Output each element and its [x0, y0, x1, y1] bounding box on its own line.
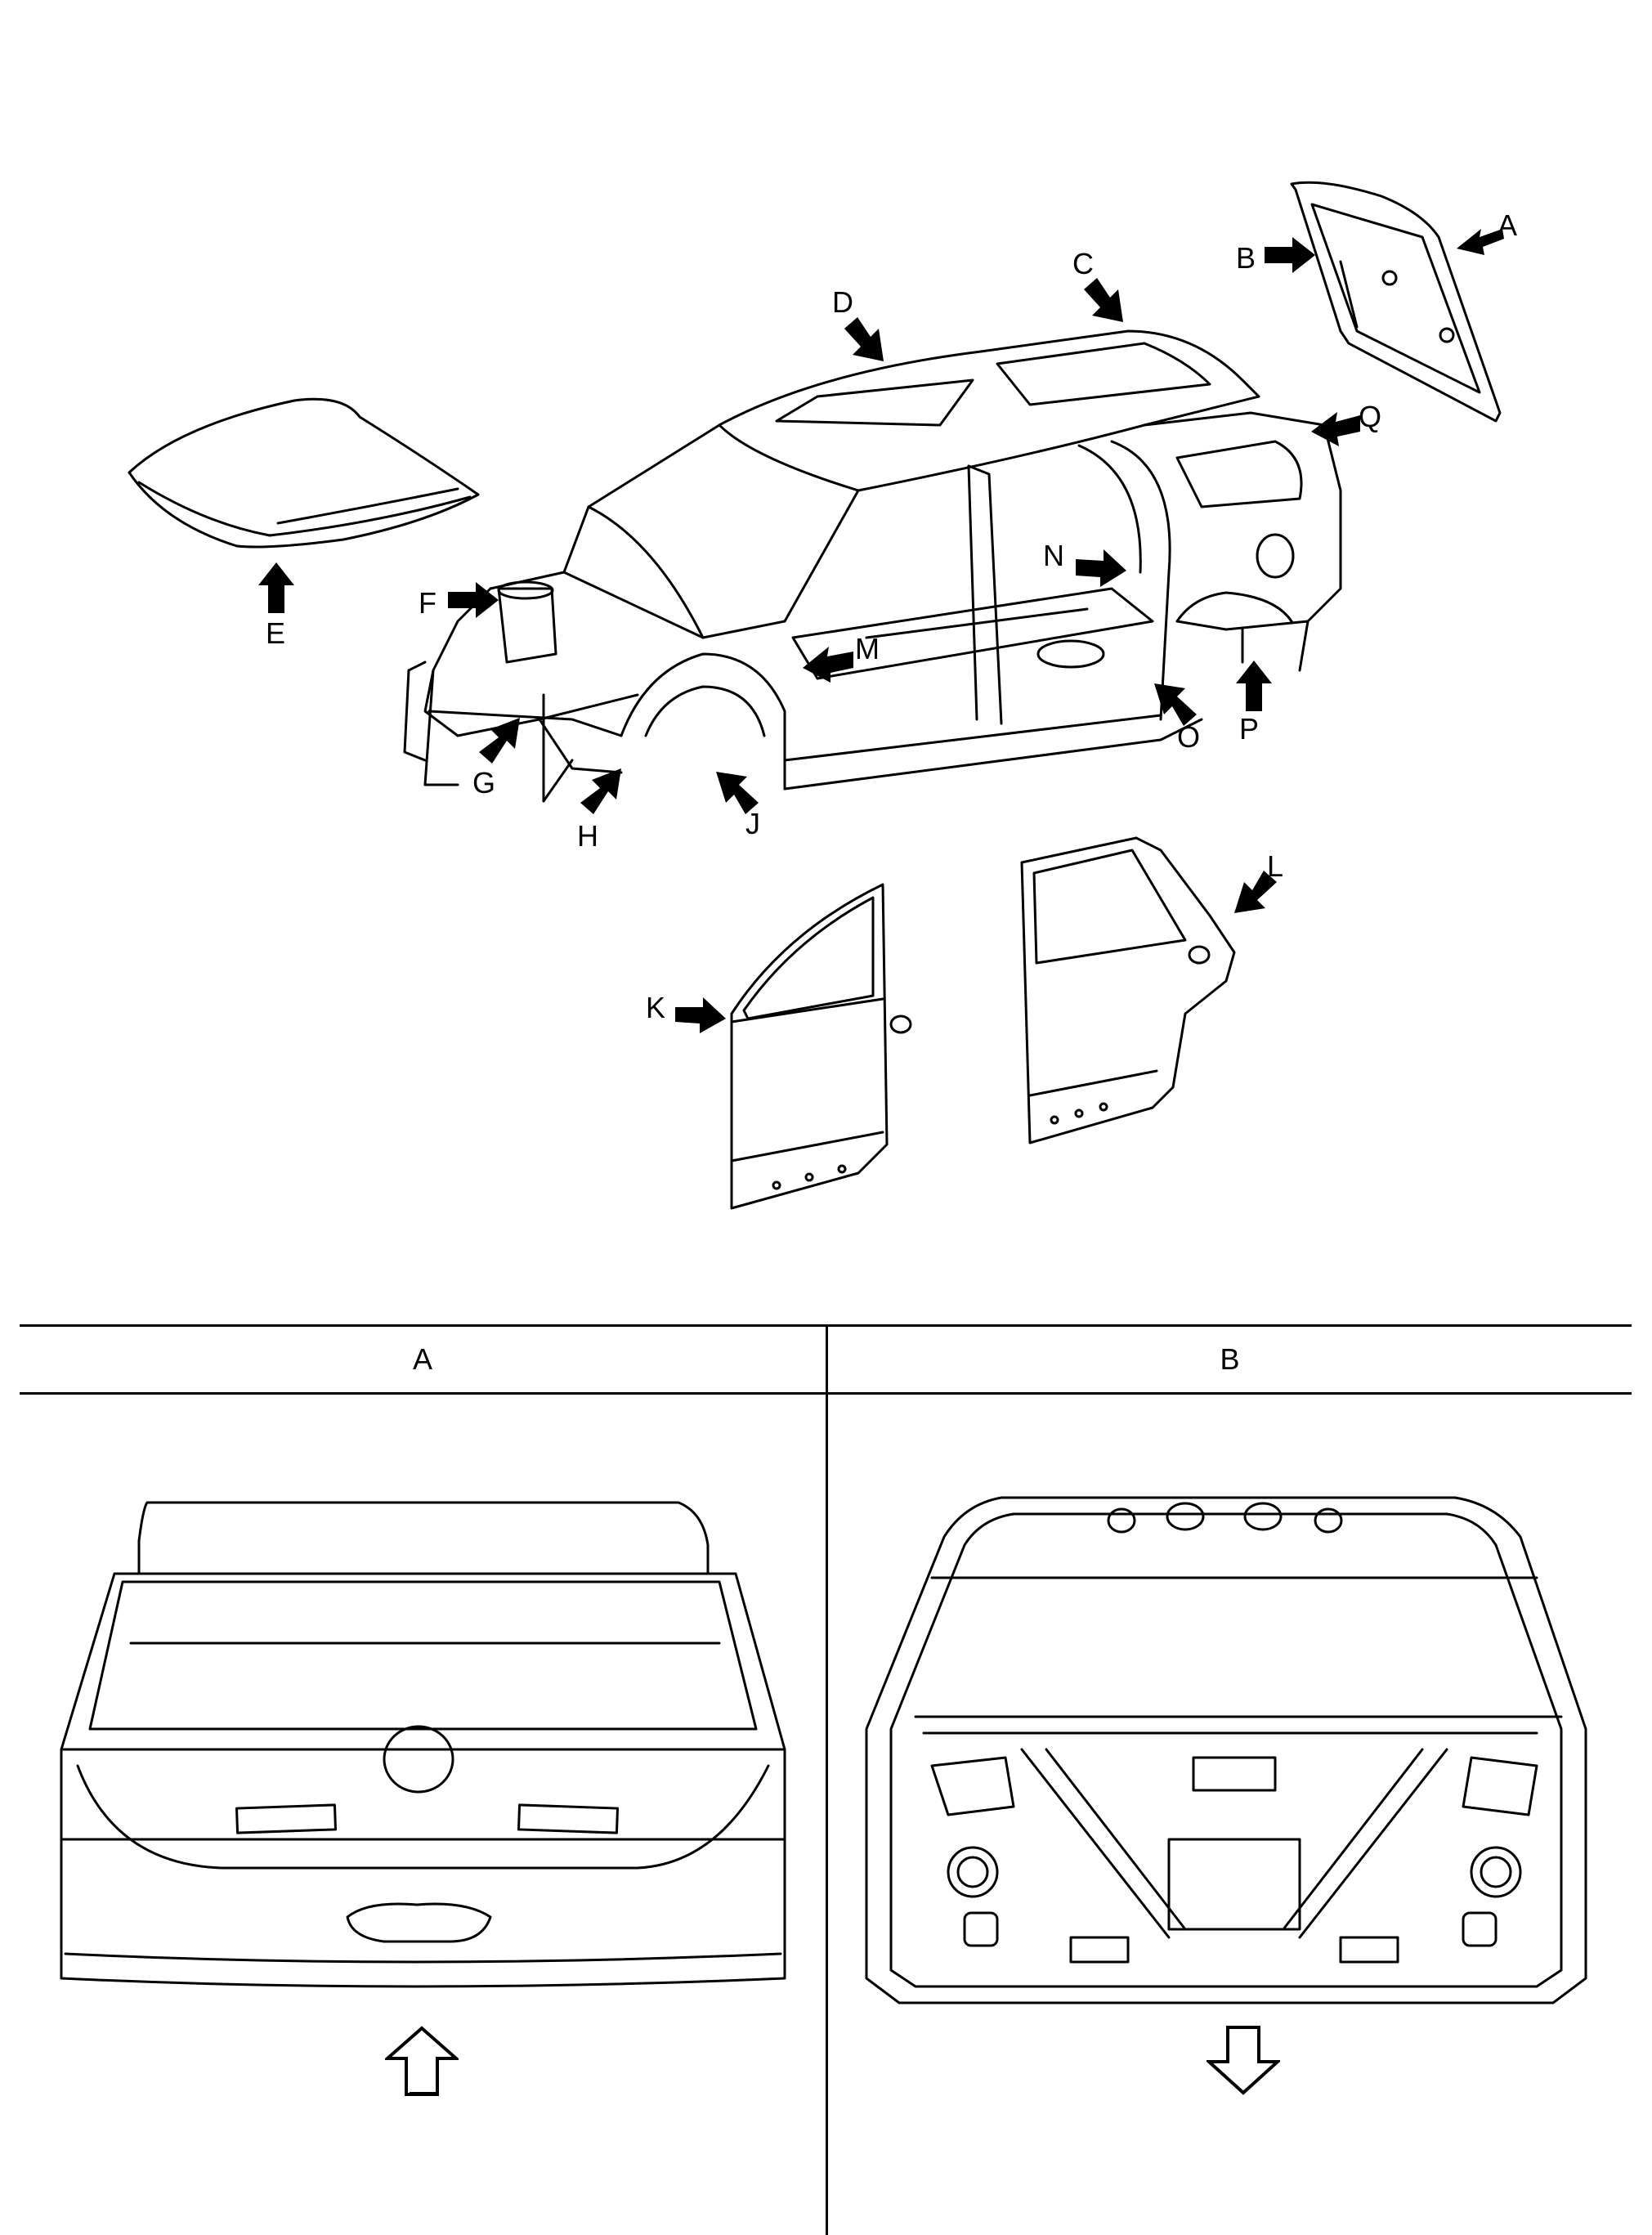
callout-label-d: D: [832, 285, 853, 319]
callout-label-m: M: [855, 632, 880, 665]
callout-label-q: Q: [1359, 400, 1382, 433]
callout-arrow-f-icon: [448, 582, 499, 618]
callout-arrow-j-icon: [716, 772, 759, 814]
table-header-b: B: [1220, 1342, 1240, 1376]
callout-arrow-e-icon: [258, 562, 294, 613]
callout-arrow-n-icon: [1076, 549, 1126, 587]
callout-arrow-m-icon: [803, 647, 853, 683]
callout-label-j: J: [745, 807, 760, 840]
callout-arrow-a-icon: [1457, 229, 1504, 255]
callout-arrow-c-icon: [1084, 278, 1123, 322]
back-door-exterior-view: [60, 1501, 786, 1988]
callout-label-g: G: [472, 766, 496, 799]
back-door-interior-view: [865, 1496, 1587, 2004]
callout-label-e: E: [266, 616, 286, 650]
callout-arrow-p-icon: [1236, 661, 1272, 711]
back-door-small: [1290, 181, 1502, 423]
callout-arrow-b-icon: [1265, 237, 1315, 273]
table-column-divider: [826, 1324, 828, 2235]
rear-door-panel: [1020, 836, 1236, 1144]
callout-label-n: N: [1043, 539, 1064, 572]
callout-arrow-q-icon: [1311, 412, 1360, 446]
front-door-panel: [730, 883, 912, 1210]
callout-arrow-o-icon: [1154, 683, 1197, 726]
callout-label-k: K: [646, 991, 666, 1024]
callout-label-l: L: [1267, 849, 1284, 883]
callout-label-p: P: [1239, 712, 1260, 746]
callout-label-h: H: [577, 819, 598, 853]
hollow-arrow-up-icon: [385, 2026, 459, 2096]
callout-label-f: F: [419, 586, 437, 620]
callout-label-a: A: [1498, 208, 1518, 242]
hollow-arrow-down-icon: [1207, 2026, 1280, 2095]
callout-arrow-g-icon: [479, 718, 520, 764]
callout-arrow-l-icon: [1234, 871, 1277, 913]
hood-panel: [128, 397, 480, 549]
callout-label-b: B: [1236, 241, 1256, 275]
callout-label-o: O: [1177, 720, 1201, 754]
callout-arrow-h-icon: [580, 768, 621, 814]
table-header-a: A: [412, 1342, 432, 1376]
callout-arrow-k-icon: [675, 997, 726, 1033]
callout-arrow-d-icon: [844, 317, 884, 361]
body-side-structure: [403, 329, 1342, 803]
callout-label-c: C: [1072, 247, 1094, 280]
